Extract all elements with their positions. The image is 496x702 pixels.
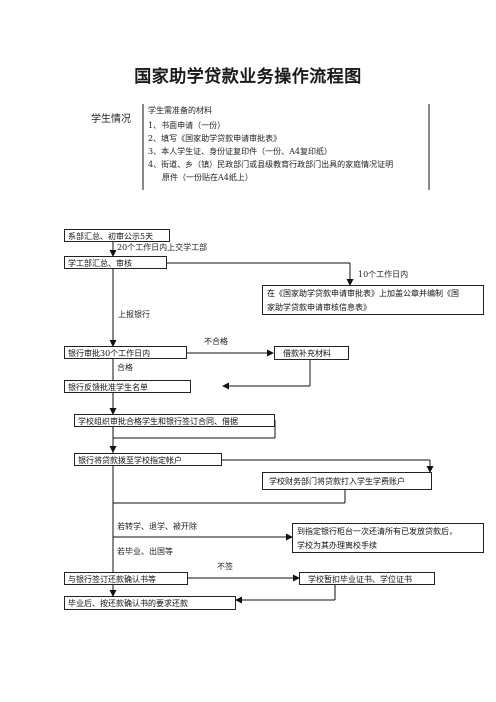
disburse-text: 银行将贷款拨至学校指定帐户	[78, 456, 182, 465]
stamp-box: 在《国家助学贷款申请审批表》上加盖公章并编制《国 家助学贷款申请审核信息表》	[262, 285, 484, 315]
repay-box-line1: 到指定银行柜台一次还清所有已发放贷款后，	[297, 527, 457, 536]
supplement-box: 借款补充材料	[274, 346, 349, 360]
material-item: 4、街道、乡（镇）民政部门或县级教育行政部门出具的家庭情况证明	[148, 160, 394, 169]
finance-text: 学校财务部门将贷款打入学生学费账户	[269, 477, 405, 486]
page-title: 国家助学贷款业务操作流程图	[134, 67, 362, 87]
graduate-note: 若毕业、出国等	[117, 547, 173, 556]
disburse-box: 银行将贷款拨至学校指定帐户	[74, 453, 222, 466]
finance-box: 学校财务部门将贷款打入学生学费账户	[262, 472, 432, 490]
withhold-text: 学校暂扣毕业证书、学位证书	[308, 575, 412, 584]
ten-days-note: 10个工作日内	[358, 270, 409, 279]
student-info-label: 学生情况	[91, 114, 131, 125]
no-sign-note: 不签	[217, 562, 233, 571]
bank-approval-text: 银行审批30个工作日内	[68, 349, 151, 358]
contract-box: 学校组织审批合格学生和银行签订合同、借据	[74, 414, 275, 427]
materials-header: 学生需准备的材料	[148, 106, 212, 115]
stamp-box-line2: 家助学贷款申请审核信息表》	[267, 303, 371, 312]
material-item: 2、填写《国家助学贷款申请审批表》	[148, 134, 282, 143]
office-summary-text: 学工部汇总、审核	[68, 259, 132, 268]
office-summary-box: 学工部汇总、审核	[64, 256, 167, 269]
repay-box: 到指定银行柜台一次还清所有已发放贷款后， 学校为其办理离校手续	[292, 523, 484, 553]
final-text: 毕业后、按还款确认书的要求还款	[68, 599, 188, 608]
stamp-box-line1: 在《国家助学贷款申请审批表》上加盖公章并编制《国	[267, 289, 459, 298]
submit-bank-note: 上报银行	[118, 310, 150, 319]
bank-feedback-text: 银行反馈批准学生名单	[68, 383, 148, 392]
contract-text: 学校组织审批合格学生和银行签订合同、借据	[78, 417, 238, 426]
bank-approval-box: 银行审批30个工作日内	[64, 346, 187, 359]
final-box: 毕业后、按还款确认书的要求还款	[64, 596, 236, 610]
dept-review-text: 系部汇总、初审公示5天	[68, 232, 154, 241]
material-item: 1、书面申请（一份）	[148, 121, 226, 130]
material-item: 3、本人学生证、身份证复印件（一份、A4复印纸）	[148, 147, 332, 156]
material-item: 原件（一份贴在A4纸上）	[162, 173, 253, 182]
bank-feedback-box: 银行反馈批准学生名单	[64, 380, 191, 393]
repay-box-line2: 学校为其办理离校手续	[297, 541, 377, 550]
dept-review-box: 系部汇总、初审公示5天	[64, 229, 170, 242]
dept-to-office-note: 20个工作日内上交学工部	[117, 243, 208, 252]
fail-note: 不合格	[204, 337, 228, 346]
withhold-box: 学校暂扣毕业证书、学位证书	[299, 572, 435, 585]
transfer-note: 若转学、退学、被开除	[117, 522, 197, 531]
supplement-text: 借款补充材料	[283, 349, 331, 358]
sign-repayment-text: 与银行签订还款确认书等	[68, 575, 156, 584]
sign-repayment-box: 与银行签订还款确认书等	[64, 572, 188, 585]
pass-note: 合格	[117, 363, 133, 372]
